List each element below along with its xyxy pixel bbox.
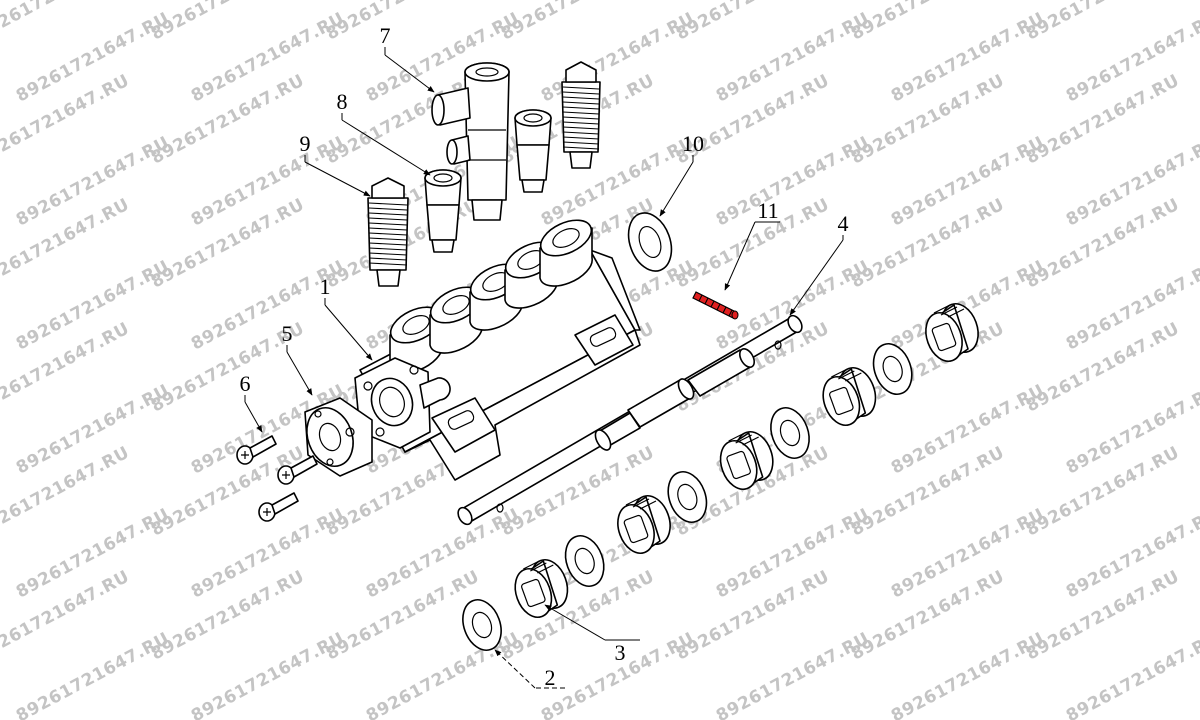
part-5-hub: [304, 397, 373, 477]
part-11-pin: [692, 291, 739, 320]
label-2: 2: [545, 665, 556, 690]
part-10-washer: [627, 212, 673, 272]
part-1-manifold: [354, 219, 641, 481]
label-8: 8: [337, 89, 348, 114]
watermark-text: 89261721647.RU: [1063, 629, 1200, 720]
leader-lines: [244, 47, 844, 689]
part-6-screws: [236, 435, 318, 522]
watermark-text: 89261721647.RU: [13, 629, 173, 720]
label-9: 9: [300, 131, 311, 156]
watermark-text: 89261721647.RU: [1063, 9, 1200, 107]
label-6: 6: [240, 371, 251, 396]
watermark-text: 89261721647.RU: [888, 629, 1048, 720]
part-9-filters: [367, 61, 601, 287]
label-1: 1: [320, 274, 331, 299]
watermark-text: 89261721647.RU: [1063, 381, 1200, 479]
watermark-text: 89261721647.RU: [1063, 505, 1200, 603]
label-10: 10: [682, 131, 704, 156]
part-4-shaft: [457, 314, 803, 526]
label-11: 11: [757, 198, 778, 223]
watermark-text: 89261721647.RU: [188, 629, 348, 720]
watermark-text: 89261721647.RU: [1063, 257, 1200, 355]
part-8-fittings: [424, 109, 552, 253]
label-4: 4: [838, 211, 849, 236]
label-5: 5: [282, 321, 293, 346]
part-7-tee: [431, 62, 510, 221]
parts-2-3-stack: [462, 302, 979, 651]
part-labels: 7 8 9 10 11 4 1 5 6 3 2: [240, 23, 849, 690]
label-7: 7: [380, 23, 391, 48]
label-3: 3: [615, 640, 626, 665]
watermark-text: 89261721647.RU: [713, 629, 873, 720]
watermark-text: 89261721647.RU: [1063, 133, 1200, 231]
